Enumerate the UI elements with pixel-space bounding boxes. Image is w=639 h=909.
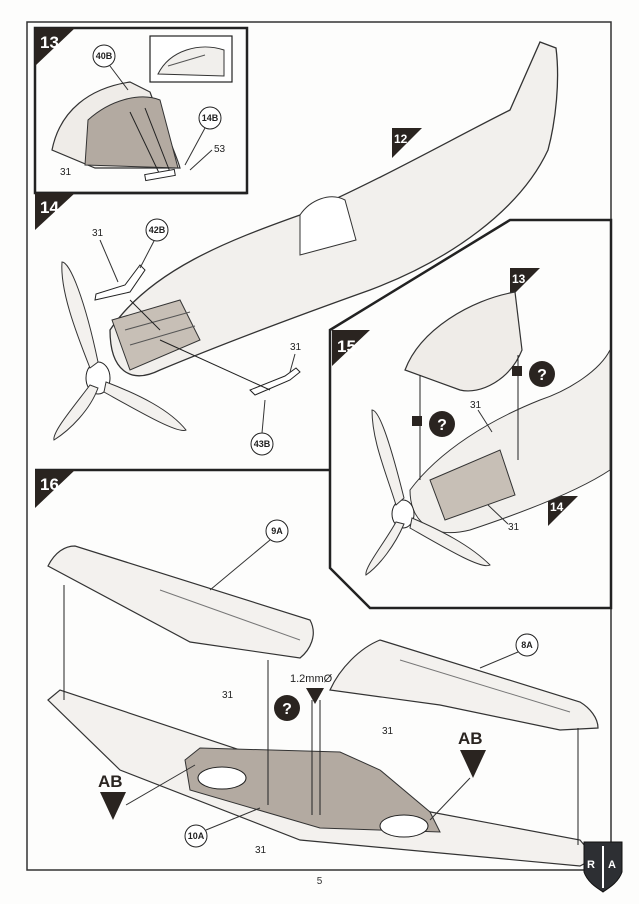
part-31-c-step16: 31 xyxy=(255,845,267,856)
question-icon-b: ? xyxy=(537,367,547,384)
part-31-b-step15: 31 xyxy=(508,522,520,533)
ab-marker-left-arrow xyxy=(100,792,126,820)
question-icon-a: ? xyxy=(437,417,447,434)
ab-marker-right-arrow xyxy=(460,750,486,778)
part-31-a-step16: 31 xyxy=(222,690,234,701)
step-15-number: 15 xyxy=(337,337,356,356)
part-31-a-step14: 31 xyxy=(92,228,104,239)
step-14-number: 14 xyxy=(40,198,59,217)
ab-marker-left-label: AB xyxy=(98,772,123,791)
watermark-logo: R A xyxy=(583,841,623,893)
step-14-panel: 14 12 42B 31 31 43B xyxy=(35,41,559,456)
page-number: 5 xyxy=(316,876,323,887)
step-16-panel: 16 9A 31 8A 31 10A 31 1.2mmØ ? xyxy=(35,468,599,867)
callout-40B: 40B xyxy=(96,51,113,61)
step-16-number: 16 xyxy=(40,475,59,494)
callout-10A: 10A xyxy=(188,831,205,841)
step-15-panel: 15 13 14 ? ? 31 31 xyxy=(328,218,613,610)
ref-step-12: 12 xyxy=(394,132,408,146)
callout-43B: 43B xyxy=(254,439,271,449)
part-31-step13: 31 xyxy=(60,167,72,178)
callout-42B: 42B xyxy=(149,225,166,235)
ref-step-14: 14 xyxy=(550,500,564,514)
part-31-a-step15: 31 xyxy=(470,400,482,411)
callout-14B: 14B xyxy=(202,113,219,123)
step-13-panel: 13 40B 14B 53 31 xyxy=(33,26,249,195)
part-53: 53 xyxy=(214,144,226,155)
part-31-b-step16: 31 xyxy=(382,726,394,737)
svg-text:R: R xyxy=(587,859,595,871)
ref-step-13: 13 xyxy=(512,272,526,286)
ab-marker-right-label: AB xyxy=(458,729,483,748)
drill-size-label: 1.2mmØ xyxy=(290,673,333,685)
callout-9A: 9A xyxy=(271,526,283,536)
question-icon-c: ? xyxy=(282,701,292,718)
svg-text:A: A xyxy=(608,859,616,871)
part-31-b-step14: 31 xyxy=(290,342,302,353)
step-13-number: 13 xyxy=(40,33,59,52)
callout-8A: 8A xyxy=(521,640,533,650)
